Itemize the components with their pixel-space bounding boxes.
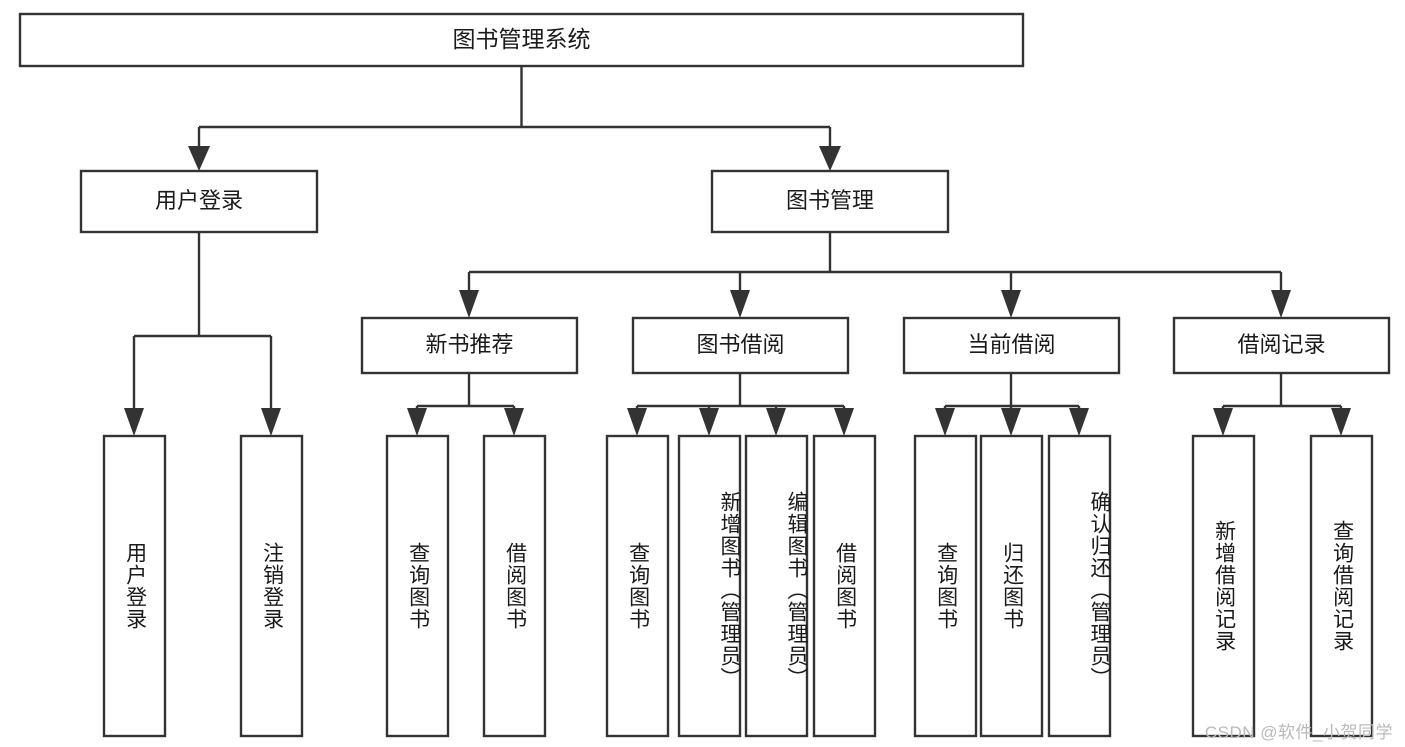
node-leaf-borrow-add-box[interactable]: [677, 434, 742, 738]
connectors-layer: [124, 66, 1351, 436]
node-book-manage-label: 图书管理: [786, 188, 874, 213]
csdn-watermark: CSDN @软件_小贺同学: [1204, 723, 1393, 742]
arrowhead-leaf-cur-confirm: [1069, 408, 1089, 436]
node-leaf-borrow-do-box[interactable]: [812, 434, 877, 738]
arrowhead-leaf-borrow-add: [699, 408, 719, 436]
arrowhead-leaf-cur-return: [1001, 408, 1021, 436]
node-book-borrow-label: 图书借阅: [696, 332, 784, 357]
node-leaf-rec-add-box[interactable]: [1191, 434, 1256, 738]
node-current-borrow-box[interactable]: [902, 316, 1121, 375]
node-leaf-borrow-edit-box[interactable]: [744, 434, 809, 738]
arrowhead-leaf-rec-query: [407, 408, 427, 436]
node-user-login-label: 用户登录: [155, 188, 243, 213]
arrowhead-leaf-borrow-edit: [766, 408, 786, 436]
node-new-book-rec-box[interactable]: [360, 316, 579, 375]
node-root-label: 图书管理系统: [453, 26, 591, 52]
node-leaf-user-login-box[interactable]: [102, 434, 167, 738]
node-current-borrow-label: 当前借阅: [967, 332, 1055, 357]
node-book-borrow-box[interactable]: [631, 316, 850, 375]
node-user-login-box[interactable]: [79, 169, 319, 234]
node-leaf-user-logout-box[interactable]: [239, 434, 304, 738]
node-borrow-record-box[interactable]: [1172, 316, 1391, 375]
arrowhead-leaf-cur-query: [935, 408, 955, 436]
node-borrow-record-label: 借阅记录: [1237, 332, 1325, 357]
arrowhead-leaf-rec-borrow: [504, 408, 524, 436]
node-leaf-rec-query-box[interactable]: [385, 434, 450, 738]
arrowhead-leaf-user-logout: [261, 408, 281, 436]
nodes-layer: 图书管理系统 用户登录 图书管理 新书推荐 图书借阅 当前借阅 借阅记录: [18, 12, 1391, 738]
node-book-manage-box[interactable]: [710, 169, 950, 234]
node-root-box[interactable]: [18, 12, 1025, 68]
arrowhead-current-borrow: [1001, 290, 1021, 318]
node-leaf-rec-borrow-box[interactable]: [482, 434, 547, 738]
arrowhead-leaf-user-login: [124, 408, 144, 436]
arrowhead-leaf-borrow-query: [627, 408, 647, 436]
arrowhead-leaf-rec-add: [1213, 408, 1233, 436]
arrowhead-new-book-rec: [459, 290, 479, 318]
node-leaf-cur-return-box[interactable]: [979, 434, 1044, 738]
arrowhead-leaf-borrow-do: [834, 408, 854, 436]
arrowhead-userlogin: [188, 146, 210, 171]
arrowhead-borrow-record: [1271, 290, 1291, 318]
node-new-book-rec-label: 新书推荐: [425, 332, 513, 357]
node-leaf-cur-confirm-box[interactable]: [1047, 434, 1112, 738]
arrowhead-bookmanage: [819, 146, 841, 171]
node-leaf-cur-query-box[interactable]: [913, 434, 978, 738]
node-leaf-borrow-query-box[interactable]: [605, 434, 670, 738]
arrowhead-book-borrow: [730, 290, 750, 318]
node-leaf-rec-query2-box[interactable]: [1309, 434, 1374, 738]
arrowhead-leaf-rec-query2: [1331, 408, 1351, 436]
